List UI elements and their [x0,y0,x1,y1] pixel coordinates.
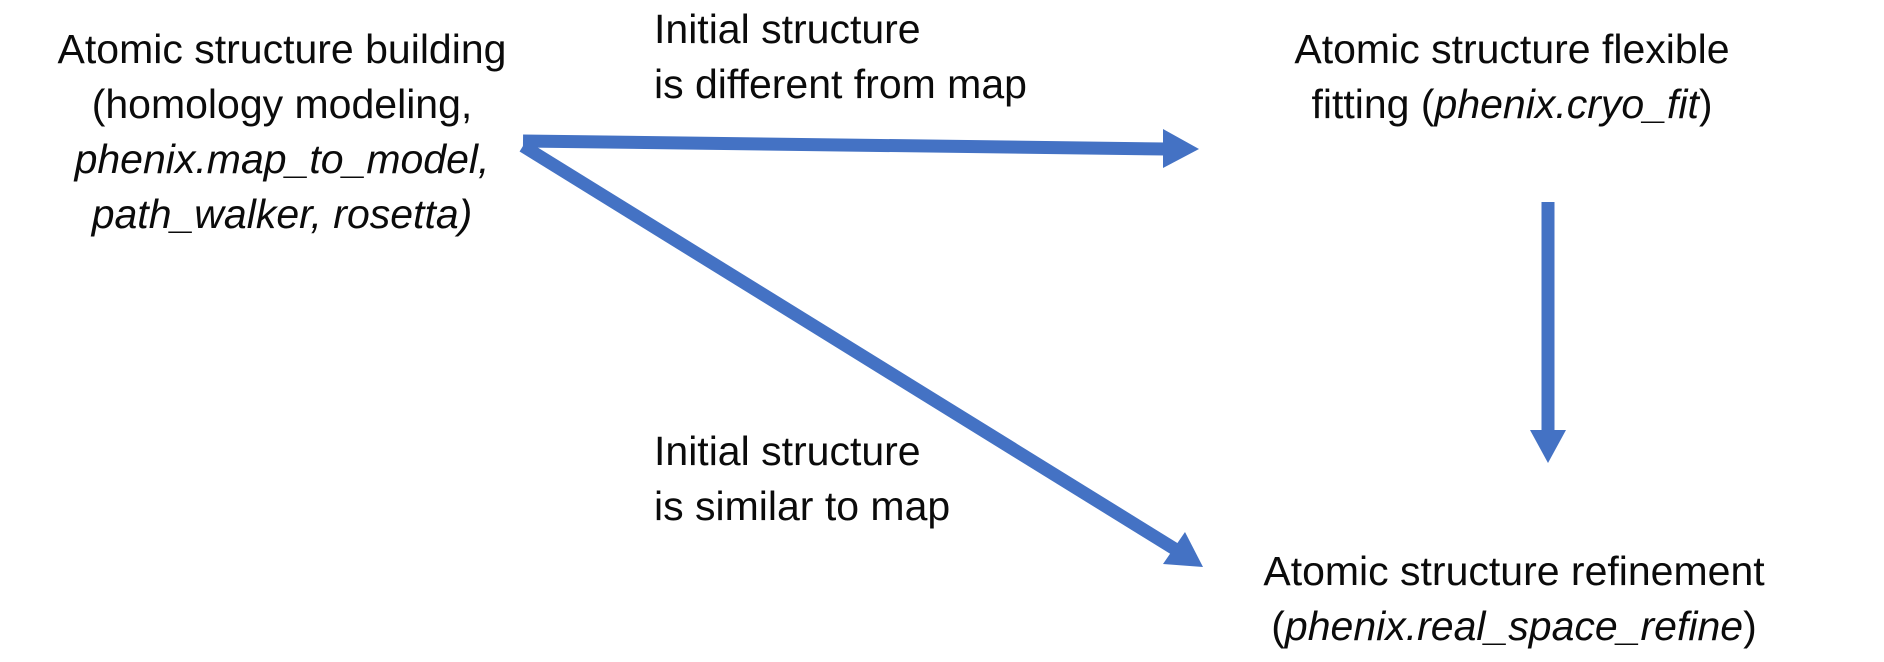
edge-label-similar-line2: is similar to map [654,483,951,529]
arrow-head-right-icon [1163,129,1199,168]
edge-label-different-from-map: Initial structure is different from map [654,2,1027,112]
arrow-shaft [522,134,1167,156]
edge-label-similar-to-map: Initial structure is similar to map [654,424,950,534]
node-structure-building: Atomic structure building (homology mode… [4,22,560,242]
node-building-line2: (homology modeling, [91,81,473,127]
arrow-head-diagonal-icon [1163,532,1203,567]
node-building-line4: path_walker, rosetta) [91,191,473,237]
node-refinement-line2: (phenix.real_space_refine) [1228,599,1800,654]
node-refinement-line2-prefix: ( [1271,603,1285,649]
arrow-similar-to-map [519,140,1203,567]
node-building-line3: phenix.map_to_model, [74,136,490,182]
node-fitting-line2-prefix: fitting ( [1311,81,1435,127]
node-fitting-line2: fitting (phenix.cryo_fit) [1228,77,1796,132]
arrow-head-down-icon [1530,430,1566,463]
node-refinement-command: phenix.real_space_refine [1284,603,1744,649]
edge-label-different-line2: is different from map [654,61,1027,107]
node-fitting-command: phenix.cryo_fit [1434,81,1699,127]
edge-label-similar-line1: Initial structure [654,428,921,474]
edge-label-different-line1: Initial structure [654,6,921,52]
node-refinement: Atomic structure refinement (phenix.real… [1228,544,1800,654]
node-flexible-fitting: Atomic structure flexible fitting (pheni… [1228,22,1796,132]
arrow-shaft [519,140,1182,557]
node-fitting-line2-suffix: ) [1698,81,1713,127]
arrow-fitting-to-refinement [1530,202,1566,463]
node-refinement-line1: Atomic structure refinement [1263,548,1765,594]
node-refinement-line2-suffix: ) [1743,603,1757,649]
node-fitting-line1: Atomic structure flexible [1294,26,1730,72]
node-building-line1: Atomic structure building [57,26,507,72]
arrow-different-from-map [522,129,1199,168]
